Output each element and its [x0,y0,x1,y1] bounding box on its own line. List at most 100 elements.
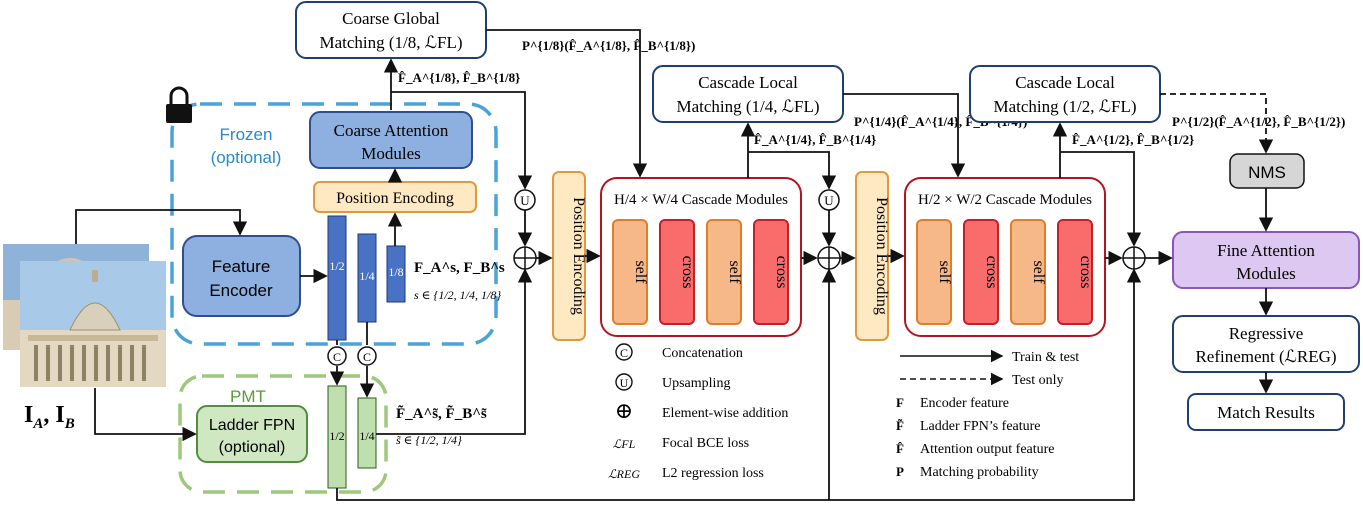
connectors [75,29,1274,501]
pmt-label: PMT [230,387,266,406]
cascade-module-2 [904,177,1106,337]
nms-label: NMS [1248,163,1286,182]
upsample-node-1: U [514,189,536,211]
position-encoding-vertical-2-label: Position Encoding [873,197,890,315]
add-node-1 [513,246,537,270]
cascade-block-label: cross [1077,256,1094,289]
feature-bar-quarter-label: 1/4 [359,269,374,283]
ladder-bar-quarter [357,397,377,469]
legend-text: Test only [1012,373,1064,388]
feature-encoder-box [182,235,301,317]
nms-box [1229,153,1305,189]
add-node-2 [817,246,841,270]
match-results-label: Match Results [1217,403,1315,422]
ladder-s-set-label: s̃ ∈ {1/2, 1/4} [396,433,462,447]
cascade-module-1-title: H/4 × W/4 Cascade Modules [614,192,788,208]
cascade-block-label: self [1030,260,1047,284]
cascade-block-self [916,219,952,325]
pmt-region [178,374,388,494]
feature-bar-eighth-label: 1/8 [388,265,403,279]
feat12-label: F̂_A^{1/2}, F̂_B^{1/2} [1072,132,1194,147]
svg-text:C: C [363,350,371,364]
svg-text:C: C [333,350,341,364]
legend-text: Matching probability [920,465,1039,480]
legend-symbol: F̂ [896,441,904,456]
regressive-line2: Refinement (ℒREG) [1195,347,1336,366]
position-encoding-vertical-1-label: Position Encoding [570,197,587,315]
lock-icon [166,86,192,123]
position-encoding-top-label: Position Encoding [336,190,454,207]
frozen-sublabel: (optional) [211,148,282,167]
local-matching-12-line1: Cascade Local [1015,73,1115,92]
regressive-line1: Regressive [1229,324,1304,343]
feature-bar-half [327,215,347,341]
coarse-attention-box [309,111,473,169]
svg-text:U: U [824,193,834,208]
ladder-bar-quarter-label: 1/4 [359,429,374,443]
ladder-bar-half-label: 1/2 [329,429,344,443]
feat14-label: F̂_A^{1/4}, F̂_B^{1/4} [754,132,876,147]
cascade-block-cross [1057,219,1093,325]
svg-text:U: U [520,193,530,208]
add-node-3 [1122,246,1146,270]
cascade-block-label: cross [679,256,696,289]
coarse-attention-line1: Coarse Attention [334,121,449,140]
upsample-node-2: U [818,189,840,211]
cascade-block-label: self [632,260,649,284]
coarse-attention-line2: Modules [361,144,421,163]
fs-label: F_A^s, F_B^s [414,260,505,276]
cascade-block-cross [753,219,789,325]
feature-bar-eighth [386,245,406,303]
legend-symbol: ℒFL [613,437,636,451]
feature-bar-half-label: 1/2 [329,259,344,273]
legend-text: L2 regression loss [662,466,764,481]
legend-text: Ladder FPN’s feature [920,419,1041,434]
legend-symbol: F [896,395,904,410]
legend-symbol: P [896,464,904,479]
legend-symbol: F̃ [896,418,904,433]
local-matching-14-line2: Matching (1/4, ℒFL) [676,97,819,116]
legend-text: Encoder feature [920,396,1009,411]
feature-encoder-line2: Encoder [209,281,273,300]
cascade-module-2-title: H/2 × W/2 Cascade Modules [918,192,1092,208]
legend-text: Train & test [1012,350,1079,365]
cascade-block-cross [659,219,695,325]
legend-text: Concatenation [662,346,743,361]
cascade-block-self [1010,219,1046,325]
legend-text: Upsampling [662,376,730,391]
ladder-fs-label: F̃_A^s̃, F̃_B^s̃ [396,405,487,422]
cascade-block-label: cross [773,256,790,289]
s-set-label: s ∈ {1/2, 1/4, 1/8} [414,288,501,302]
cascade-block-self [706,219,742,325]
p18-label: P^{1/8}(F̂_A^{1/8}, F̂_B^{1/8}) [522,38,695,53]
dashed-connectors [1160,93,1274,154]
input-image-front [20,261,166,387]
legend-symbol: ℒREG [608,467,640,481]
local-matching-14-line1: Cascade Local [698,73,798,92]
cascade-module-1 [600,177,802,337]
legend-symbol: U [620,376,629,390]
concat-circle-1: C [327,346,347,366]
cascade-block-self [612,219,648,325]
fine-attention-line2: Modules [1236,264,1296,283]
ladder-fpn-box [196,405,308,463]
ladder-fpn-line2: (optional) [219,439,286,456]
local-matching-12-line2: Matching (1/2, ℒFL) [993,97,1136,116]
legend-text: Focal BCE loss [662,436,749,451]
coarse-global-line2: Matching (1/8, ℒFL) [319,33,462,52]
match-results-box [1187,393,1345,431]
fine-attention-line1: Fine Attention [1217,241,1315,260]
legend-text: Element-wise addition [662,406,788,421]
p12-label: P^{1/2}(F̂_A^{1/2}, F̂_B^{1/2}) [1172,114,1345,129]
ladder-fpn-line1: Ladder FPN [209,417,295,434]
cascade-block-label: cross [983,256,1000,289]
coarse-global-line1: Coarse Global [342,9,440,28]
legend-symbol-circle [615,343,633,361]
legend-symbol-circle [615,373,633,391]
legend-symbol: C [620,346,628,360]
cascade-block-label: self [726,260,743,284]
inputs-label: IA, IB [24,402,75,432]
